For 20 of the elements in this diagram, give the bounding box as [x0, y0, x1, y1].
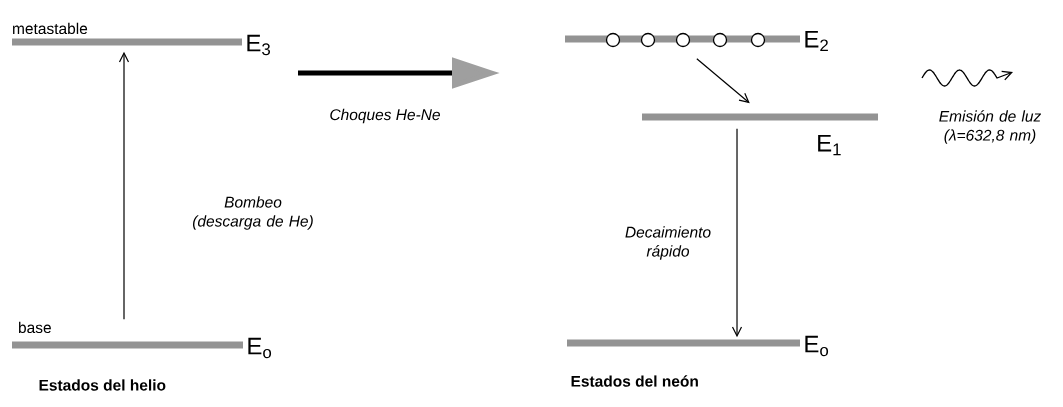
arrow	[696, 58, 750, 104]
arrow-label: Choques He-Ne	[330, 108, 440, 124]
energy-level: E$_{o}$	[567, 335, 829, 357]
energy-level: E$_{1}$	[642, 113, 878, 156]
section-title: Estados del helio	[39, 379, 166, 391]
edge-label: Decaimiento rápido	[625, 226, 711, 260]
node-label: E$_{3}$	[247, 34, 271, 56]
energy-level: base E$_{o}$	[12, 321, 272, 359]
node-label: metastable	[13, 22, 88, 35]
emission-label: Emisión de luz (λ=632,8 nm)	[939, 110, 1041, 144]
arrow	[731, 128, 743, 338]
arrow	[118, 51, 130, 320]
node-label: E$_{2}$	[805, 30, 828, 52]
edge-label: Bombeo (descarga de He)	[193, 196, 313, 230]
node-label: base	[19, 321, 51, 334]
section-title: Estados del neón	[571, 375, 698, 387]
node-label: E$_{1}$	[818, 134, 841, 156]
energy-level: metastable E$_{3}$	[12, 22, 270, 56]
node-label: E$_{o}$	[248, 337, 272, 359]
node-label: E$_{o}$	[805, 335, 829, 357]
